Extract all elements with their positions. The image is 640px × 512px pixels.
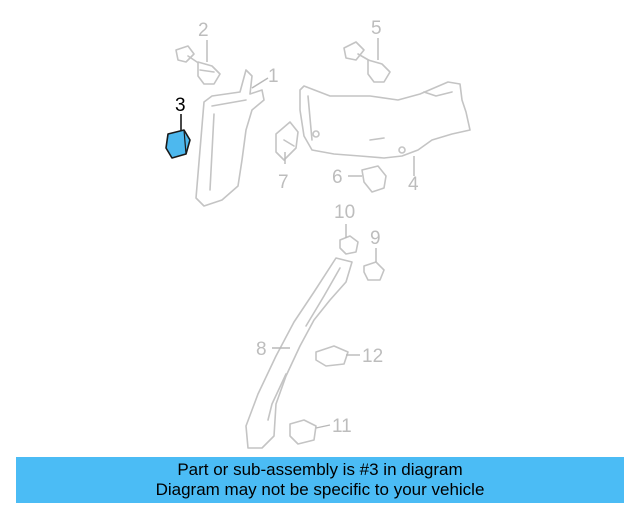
banner-line-part-number: Part or sub-assembly is #3 in diagram: [177, 460, 463, 479]
callout-3: 3: [175, 95, 186, 116]
banner-line-disclaimer: Diagram may not be specific to your vehi…: [155, 480, 485, 499]
callout-4: 4: [408, 174, 419, 195]
part-12-bracket: [315, 345, 360, 367]
callout-6: 6: [332, 167, 343, 188]
info-banner: Part or sub-assembly is #3 in diagram Di…: [16, 457, 624, 503]
callout-10: 10: [334, 202, 355, 223]
part-5-clip: [343, 38, 391, 83]
callout-12: 12: [362, 346, 383, 367]
part-10-bolt: [339, 224, 359, 255]
part-8-pillar-trim: [245, 257, 353, 449]
part-9-clip: [363, 248, 385, 281]
parts-diagram: 2 5 1 3 7 6 4 10 9 8 12 11: [165, 18, 471, 449]
part-2-clip: [175, 40, 221, 85]
callout-9: 9: [370, 228, 381, 249]
part-4-quarter-trim: [299, 81, 471, 176]
callout-2: 2: [198, 20, 209, 41]
callout-1: 1: [268, 66, 279, 87]
part-7-bracket: [275, 121, 299, 164]
callout-7: 7: [278, 172, 289, 193]
callout-11: 11: [332, 416, 352, 437]
part-11-bracket: [289, 419, 331, 445]
callout-5: 5: [371, 18, 382, 39]
callout-8: 8: [256, 339, 267, 360]
part-3-highlighted: [165, 114, 191, 159]
part-1-pillar-trim: [195, 69, 269, 207]
part-6-clip: [348, 165, 387, 193]
